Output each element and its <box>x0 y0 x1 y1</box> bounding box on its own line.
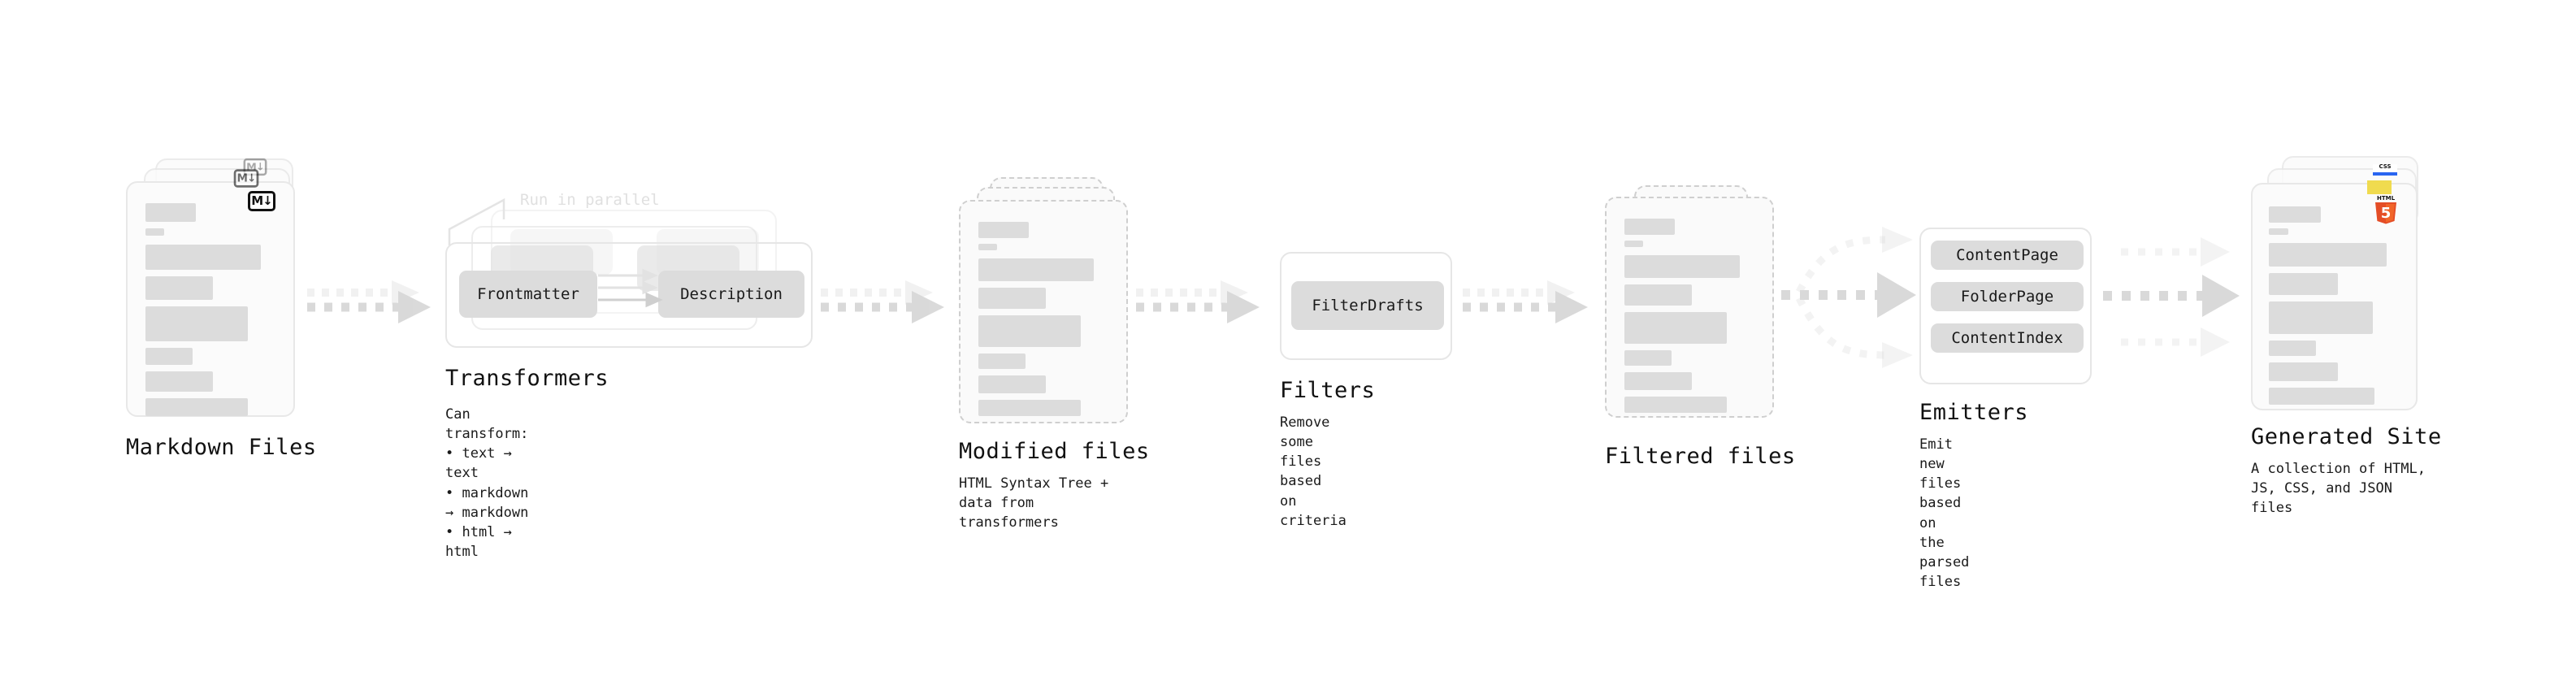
emitter-chip-contentpage[interactable]: ContentPage <box>1931 241 2084 270</box>
skeleton-bar <box>2269 388 2374 405</box>
stage-title-filtered-files: Filtered files <box>1605 444 1796 469</box>
transformer-chip-frontmatter[interactable]: Frontmatter <box>459 271 597 318</box>
filters-box: FilterDrafts <box>1280 252 1452 360</box>
skeleton-bar <box>145 371 213 392</box>
connector-transformers-to-modified <box>821 276 959 333</box>
skeleton-bar <box>145 203 196 222</box>
modified-card-front <box>959 200 1128 423</box>
skeleton-bar <box>2269 206 2321 223</box>
svg-text:HTML: HTML <box>2377 195 2396 202</box>
skeleton-bar <box>2269 301 2373 334</box>
skeleton-bar <box>978 354 1026 369</box>
skeleton-bar <box>145 398 248 416</box>
transformers-box-front: Frontmatter Description <box>445 242 813 348</box>
stage-markdown-files: M↓ M↓ M↓ Markdown Files <box>126 158 316 460</box>
skeleton-bar <box>145 276 213 300</box>
stage-filtered-files: Filtered files <box>1605 185 1795 469</box>
markdown-icon-glyph: M↓ <box>251 193 272 208</box>
stage-desc-filters: Remove some files based on criteria <box>1280 414 1347 529</box>
run-in-parallel-note: Run in parallel <box>520 191 660 209</box>
skeleton-bar <box>978 258 1094 281</box>
stage-title-generated-site: Generated Site <box>2251 424 2442 449</box>
stage-title-filters: Filters <box>1280 378 1376 403</box>
skeleton-bar <box>1624 255 1740 278</box>
stage-desc-generated-site: A collection of HTML, JS, CSS, and JSON … <box>2251 461 2426 517</box>
stage-desc-emitters: Emit new files based on the parsed files <box>1919 436 1970 590</box>
skeleton-bar <box>1624 397 1727 413</box>
css-icon: CSS <box>2373 163 2397 176</box>
stage-desc-modified-files: HTML Syntax Tree + data from transformer… <box>959 475 1109 531</box>
stage-title-transformers: Transformers <box>445 366 609 391</box>
skeleton-bar <box>2269 273 2338 295</box>
skeleton-bar <box>978 315 1081 347</box>
stage-title-modified-files: Modified files <box>959 439 1150 464</box>
css-icon-label: CSS <box>2379 163 2392 170</box>
connector-markdown-to-transformers <box>307 276 437 333</box>
skeleton-bar <box>978 244 997 250</box>
skeleton-bar <box>2269 228 2288 235</box>
skeleton-bar <box>2269 362 2338 381</box>
transformer-chip-description[interactable]: Description <box>658 271 804 318</box>
skeleton-bar <box>1624 241 1643 247</box>
filtered-card-front <box>1605 197 1774 418</box>
skeleton-bar <box>1624 372 1692 390</box>
stage-title-markdown-files: Markdown Files <box>126 435 317 460</box>
skeleton-bar <box>145 348 193 365</box>
skeleton-bar <box>978 222 1029 238</box>
stage-generated-site: CSS HTML 5 Generated Site A collection o… <box>2251 156 2441 516</box>
skeleton-bar <box>978 288 1046 309</box>
stage-desc-transformers: Can transform: • text → text • markdown … <box>445 406 529 560</box>
connector-filtered-to-emitters <box>1781 227 1932 378</box>
skeleton-bar <box>1624 312 1727 344</box>
run-in-parallel-bracket <box>448 197 505 245</box>
skeleton-bar <box>145 228 164 236</box>
emitter-chip-contentindex[interactable]: ContentIndex <box>1931 323 2084 353</box>
emitters-box: ContentPage FolderPage ContentIndex <box>1919 228 2092 384</box>
filter-chip-filterdrafts[interactable]: FilterDrafts <box>1291 281 1444 330</box>
skeleton-bar <box>1624 350 1672 366</box>
markdown-card-stack: M↓ M↓ M↓ <box>126 158 301 419</box>
stage-modified-files: Modified files HTML Syntax Tree + data f… <box>959 177 1149 531</box>
filtered-card-stack <box>1605 185 1780 429</box>
skeleton-bar <box>145 245 261 270</box>
skeleton-bar <box>145 306 248 341</box>
skeleton-bar <box>2269 243 2387 267</box>
modified-card-stack <box>959 177 1134 437</box>
skeleton-bar <box>1624 284 1692 306</box>
markdown-icon: M↓ <box>233 169 259 188</box>
connector-emitters-to-site <box>2103 234 2253 380</box>
transformer-inner-arrows <box>598 268 663 308</box>
skeleton-bar <box>978 375 1046 393</box>
markdown-icon-glyph: M↓ <box>236 171 257 185</box>
skeleton-bar <box>2269 340 2316 356</box>
svg-text:5: 5 <box>2381 205 2392 222</box>
markdown-card-front <box>126 181 295 417</box>
stage-title-emitters: Emitters <box>1919 400 2029 425</box>
site-card-stack: CSS HTML 5 <box>2251 156 2426 424</box>
connector-filters-to-filtered <box>1463 276 1609 333</box>
css-icon-bar <box>2373 172 2397 176</box>
skeleton-bar <box>978 400 1081 416</box>
js-icon <box>2367 180 2392 194</box>
connector-modified-to-filters <box>1136 276 1282 333</box>
markdown-icon: M↓ <box>248 191 275 211</box>
html5-icon: HTML 5 <box>2373 194 2399 225</box>
skeleton-bar <box>1624 219 1675 235</box>
emitter-chip-folderpage[interactable]: FolderPage <box>1931 282 2084 311</box>
